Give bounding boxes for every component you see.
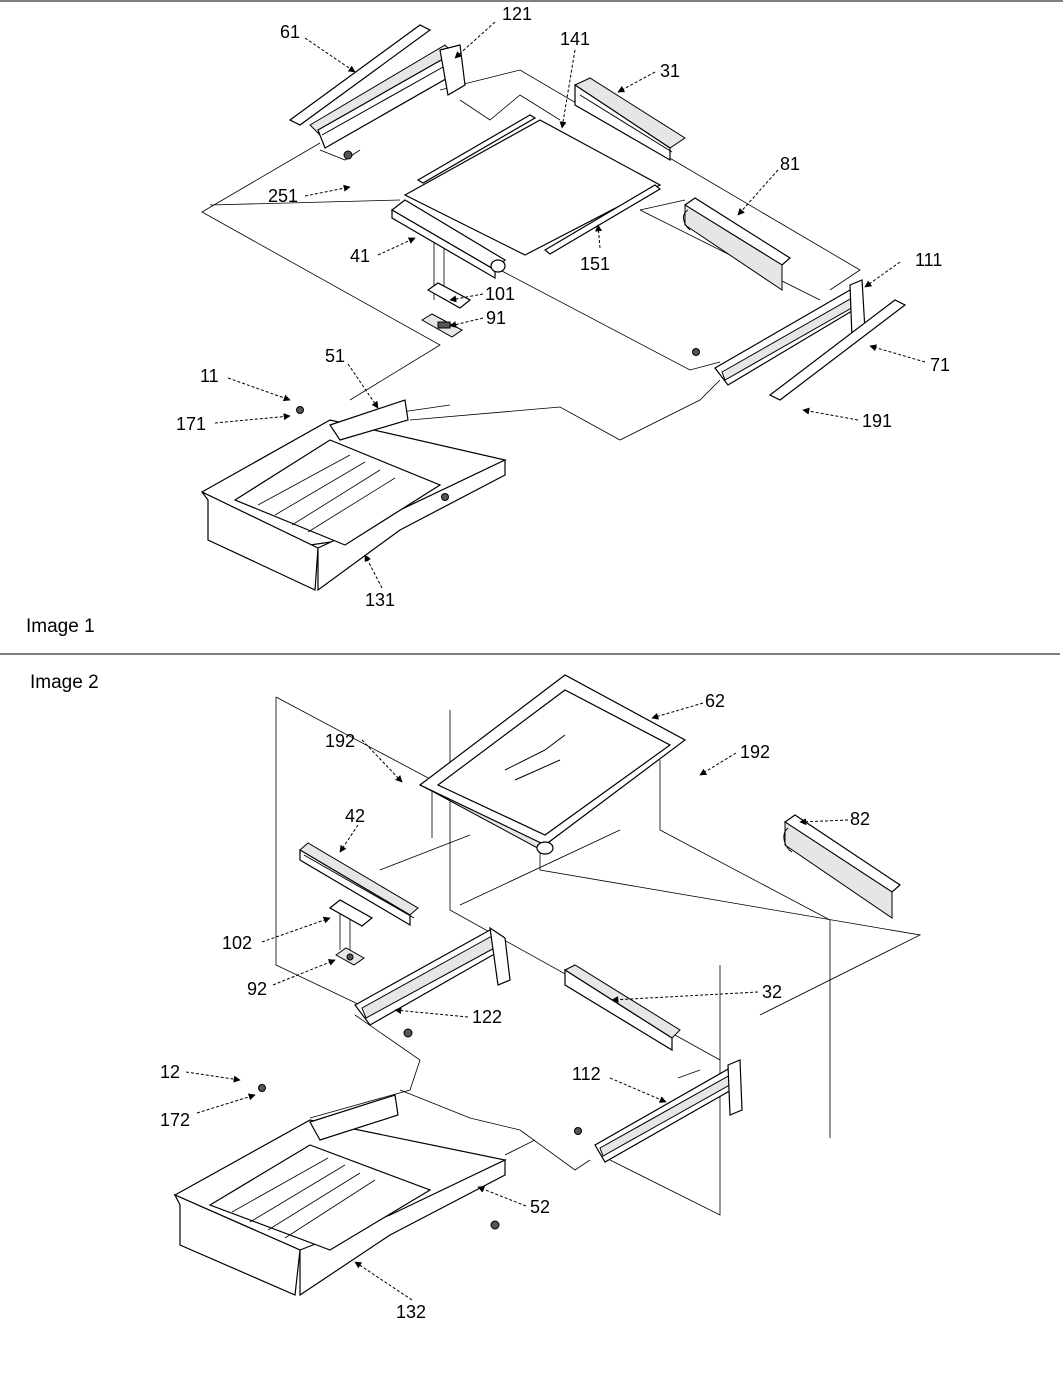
- callout-91: 91: [486, 308, 506, 328]
- callout-71: 71: [930, 355, 950, 375]
- part-81-right-trim: [683, 197, 792, 291]
- callout-141: 141: [560, 29, 590, 49]
- callout-61: 61: [280, 22, 300, 42]
- part-32-rear-trim: [563, 964, 681, 1052]
- callout-191: 191: [862, 411, 892, 431]
- callout-112: 112: [572, 1064, 601, 1084]
- panel-2-caption: Image 2: [30, 672, 99, 693]
- part-31-rear-trim: [573, 77, 686, 162]
- panel-1-caption: Image 1: [26, 616, 95, 637]
- panel-2: Image 2: [30, 672, 922, 1322]
- callout-31: 31: [660, 61, 680, 81]
- callout-102: 102: [222, 933, 252, 953]
- callout-81: 81: [780, 154, 800, 174]
- part-41-front-trim: [390, 199, 506, 280]
- callout-111: 111: [915, 250, 942, 270]
- part-101-bracket: [421, 282, 472, 338]
- part-102-bracket: [328, 899, 374, 966]
- callout-12: 12: [160, 1062, 180, 1082]
- part-122-glide-left: [354, 926, 511, 1038]
- callout-42: 42: [345, 806, 365, 826]
- callout-92: 92: [247, 979, 267, 999]
- callout-131: 131: [365, 590, 395, 610]
- part-61-glide-left: [288, 24, 466, 160]
- panel-1: 61 121 141 31 81 251 41 151 101 91 111 7…: [26, 4, 950, 637]
- part-42-front-trim: [299, 842, 419, 927]
- callout-132: 132: [396, 1302, 426, 1322]
- callout-251: 251: [268, 186, 298, 206]
- callout-122: 122: [472, 1007, 502, 1027]
- part-131-crisper-drawer: [200, 399, 507, 592]
- callout-32: 32: [762, 982, 782, 1002]
- part-82-right-trim: [783, 814, 901, 919]
- callout-151: 151: [580, 254, 610, 274]
- panel-1-leaders: [214, 21, 926, 589]
- callout-51: 51: [325, 346, 345, 366]
- callout-82: 82: [850, 809, 870, 829]
- callout-172: 172: [160, 1110, 190, 1130]
- callout-62: 62: [705, 691, 725, 711]
- part-141-glass-shelf: [403, 114, 662, 256]
- part-112-glide-right: [574, 1059, 743, 1163]
- callout-121: 121: [502, 4, 532, 24]
- callout-52: 52: [530, 1197, 550, 1217]
- part-62-glass-shelf: [418, 674, 687, 855]
- part-111-glide-right: [692, 279, 907, 401]
- callout-41: 41: [350, 246, 370, 266]
- callout-192-right: 192: [740, 742, 770, 762]
- panel-2-leaders: [185, 702, 849, 1301]
- part-132-crisper-drawer: [173, 1084, 507, 1297]
- panel-1-callouts: 61 121 141 31 81 251 41 151 101 91 111 7…: [176, 4, 950, 610]
- panel-2-callouts: 192 62 192 42 82 102 92 32 122 12 172 11…: [160, 691, 870, 1322]
- callout-11: 11: [200, 366, 219, 386]
- callout-101: 101: [485, 284, 515, 304]
- callout-171: 171: [176, 414, 206, 434]
- callout-192-left: 192: [325, 731, 355, 751]
